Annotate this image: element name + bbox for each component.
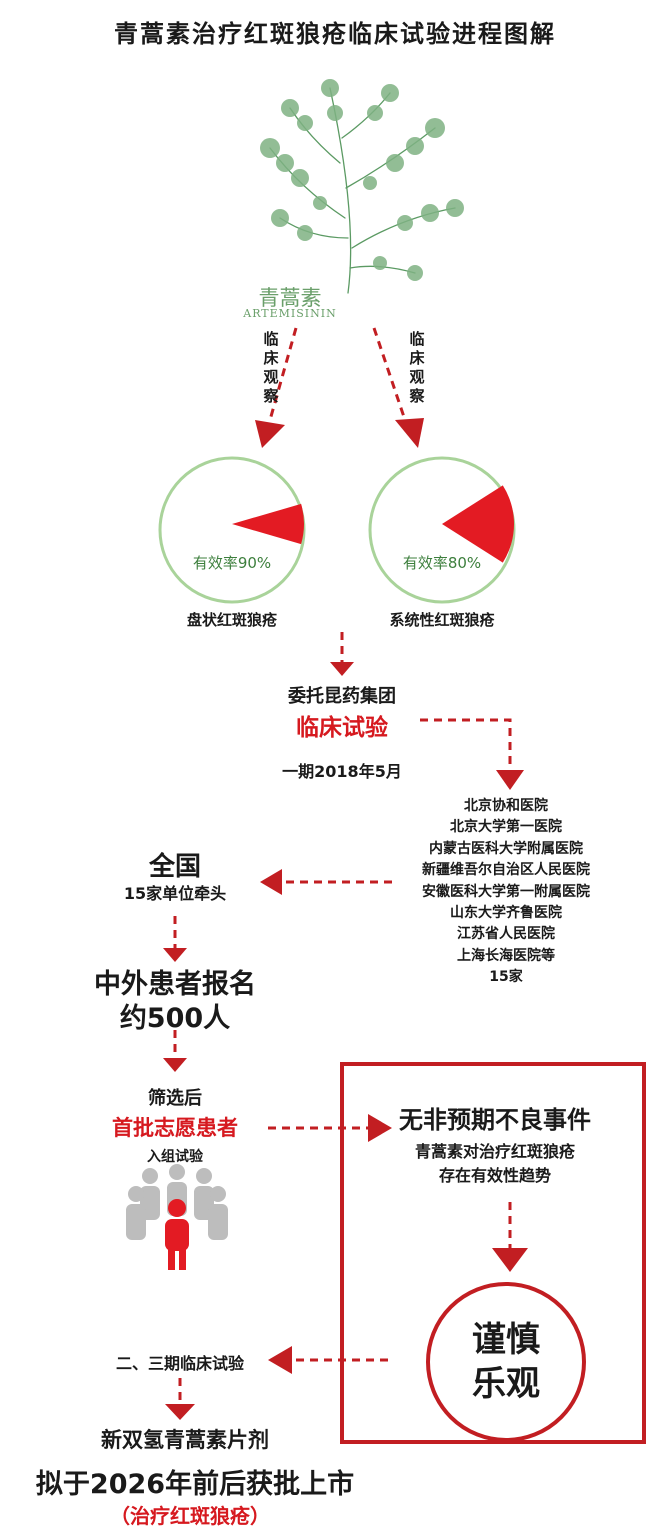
efficacy-trend-line2: 存在有效性趋势 (350, 1162, 640, 1186)
conclusion-text: 谨慎 乐观 (426, 1318, 586, 1406)
disease-label-systemic: 系统性红斑狼疮 (347, 609, 537, 630)
disease-label-discoid: 盘状红斑狼疮 (137, 609, 327, 630)
hospital-item: 内蒙古医科大学附属医院 (382, 839, 630, 860)
efficacy-rate-discoid: 有效率90% (157, 552, 307, 573)
efficacy-trend-line1: 青蒿素对治疗红斑狼疮 (350, 1138, 640, 1162)
screening-label: 筛选后 (75, 1084, 275, 1110)
conclusion-line1: 谨慎 (426, 1318, 586, 1362)
product-name: 新双氢青蒿素片剂 (60, 1424, 310, 1454)
enrolled-label: 入组试验 (75, 1146, 275, 1166)
observation-label-right: 临床观察 (408, 330, 426, 406)
no-adverse-events: 无非预期不良事件 (350, 1100, 640, 1135)
phase1-date: 一期2018年5月 (242, 758, 442, 782)
observation-label-left: 临床观察 (262, 330, 280, 406)
approval-timeline: 拟于2026年前后获批上市 (0, 1462, 390, 1501)
clinical-trial-title: 临床试验 (242, 708, 442, 742)
first-volunteers: 首批志愿患者 (75, 1112, 275, 1142)
indication-note: （治疗红斑狼疮） (60, 1500, 320, 1529)
hospital-item: 上海长海医院等 (382, 946, 630, 967)
conclusion-line2: 乐观 (426, 1362, 586, 1406)
hospital-list: 北京协和医院 北京大学第一医院 内蒙古医科大学附属医院 新疆维吾尔自治区人民医院… (382, 796, 630, 989)
efficacy-circle-discoid (157, 455, 307, 605)
patients-count: 约500人 (55, 996, 295, 1035)
efficacy-rate-systemic: 有效率80% (367, 552, 517, 573)
arrow-to-systemic (374, 328, 405, 420)
national-title: 全国 (75, 846, 275, 883)
hospital-item: 山东大学齐鲁医院 (382, 903, 630, 924)
hospital-item: 北京大学第一医院 (382, 817, 630, 838)
hospital-item: 新疆维吾尔自治区人民医院 (382, 860, 630, 881)
commissioned-label: 委托昆药集团 (242, 682, 442, 708)
patient-group-icon (122, 1164, 232, 1270)
national-subtitle: 15家单位牵头 (75, 880, 275, 904)
hospital-item: 安徽医科大学第一附属医院 (382, 882, 630, 903)
hospital-item: 15家 (382, 967, 630, 988)
efficacy-circle-systemic (367, 455, 517, 605)
hospital-item: 江苏省人民医院 (382, 924, 630, 945)
hospital-item: 北京协和医院 (382, 796, 630, 817)
next-phase-label: 二、三期临床试验 (70, 1350, 290, 1374)
